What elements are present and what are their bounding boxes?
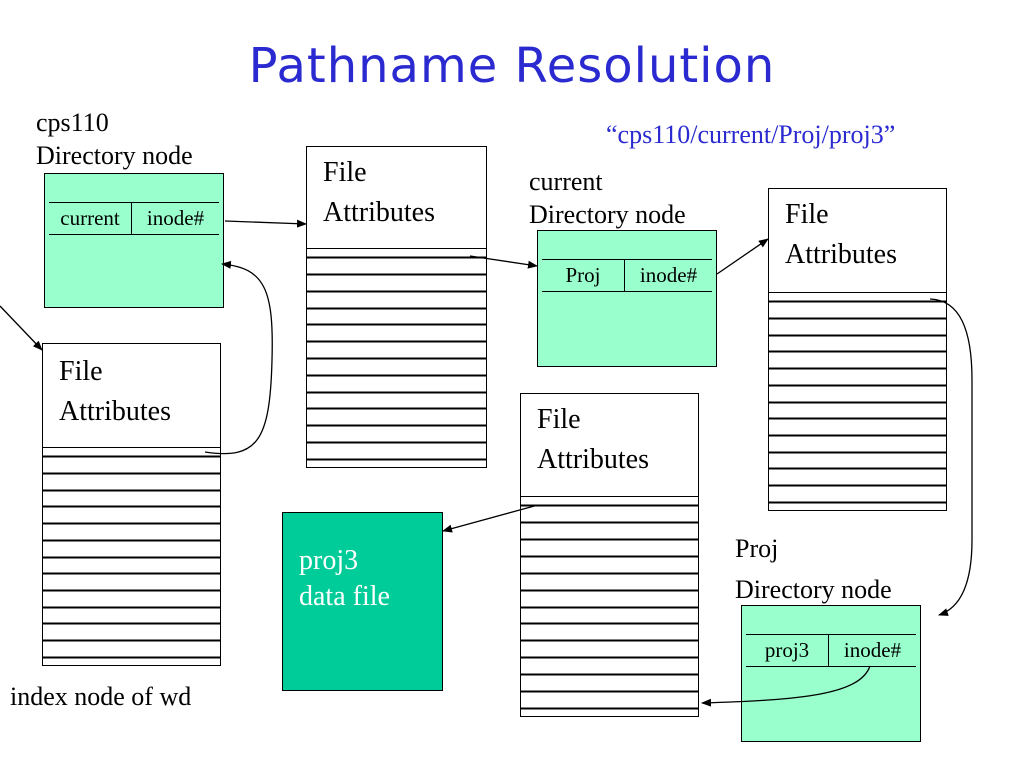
arrow-proj-dir-to-proj3-inode: [701, 665, 871, 707]
current-entry-name: Proj: [542, 260, 625, 291]
proj3-inode-label-2: Attributes: [537, 444, 649, 475]
data-file-label-1: proj3: [299, 545, 359, 576]
cps110-entry: current inode#: [49, 202, 219, 235]
current-dir-label: Directory node: [529, 200, 686, 229]
proj-inode-label-1: File: [785, 199, 829, 230]
proj-directory-node: proj3 inode#: [741, 605, 921, 742]
arrow-proj-inode-to-proj-dir: [929, 298, 973, 616]
wd-inode-label-2: Attributes: [59, 396, 171, 427]
arrow-into-wd-inode: [0, 305, 43, 351]
current-directory-node: Proj inode#: [537, 230, 717, 367]
wd-inode: File Attributes: [42, 343, 221, 666]
proj3-data-file: proj3 data file: [282, 512, 443, 691]
current-inode-label-1: File: [323, 157, 367, 188]
current-inode: File Attributes: [306, 146, 487, 468]
proj-inode: File Attributes: [768, 188, 947, 511]
current-inode-attributes: File Attributes: [307, 147, 486, 249]
data-file-label-2: data file: [299, 581, 390, 612]
proj-dir-label: Directory node: [735, 575, 892, 604]
proj3-inode: File Attributes: [520, 393, 699, 717]
proj3-inode-label-1: File: [537, 404, 581, 435]
cps110-dir-label: Directory node: [36, 141, 193, 170]
cps110-entry-name: current: [49, 203, 132, 234]
arrow-proj3-inode-to-data-file: [442, 504, 539, 533]
current-inode-label-2: Attributes: [323, 197, 435, 228]
arrow-wd-to-cps110: [204, 260, 273, 455]
arrow-current-inode-to-current-dir: [469, 255, 538, 269]
wd-inode-caption: index node of wd: [10, 682, 192, 711]
proj-entry-name: proj3: [746, 635, 829, 666]
proj-label: Proj: [735, 534, 779, 563]
proj3-inode-block-list: [521, 504, 698, 710]
proj-entry: proj3 inode#: [746, 634, 916, 667]
arrow-cps110-to-current-inode: [224, 219, 307, 228]
current-entry: Proj inode#: [542, 259, 712, 292]
proj3-inode-attributes: File Attributes: [521, 394, 698, 497]
wd-inode-label-1: File: [59, 356, 103, 387]
pathname-string: “cps110/current/Proj/proj3”: [606, 120, 896, 149]
wd-inode-attributes: File Attributes: [43, 344, 220, 448]
current-label: current: [529, 167, 603, 196]
arrow-current-dir-to-proj-inode: [716, 238, 769, 275]
cps110-directory-node: current inode#: [44, 173, 224, 308]
proj-inode-label-2: Attributes: [785, 239, 897, 270]
proj-inode-block-list: [769, 300, 946, 504]
page-title: Pathname Resolution: [248, 38, 776, 94]
proj-entry-inode: inode#: [843, 638, 902, 662]
proj-inode-attributes: File Attributes: [769, 189, 946, 293]
wd-inode-block-list: [43, 455, 220, 659]
cps110-entry-inode: inode#: [146, 206, 205, 230]
cps110-label: cps110: [36, 108, 109, 137]
current-entry-inode: inode#: [639, 263, 698, 287]
current-inode-block-list: [307, 256, 486, 461]
